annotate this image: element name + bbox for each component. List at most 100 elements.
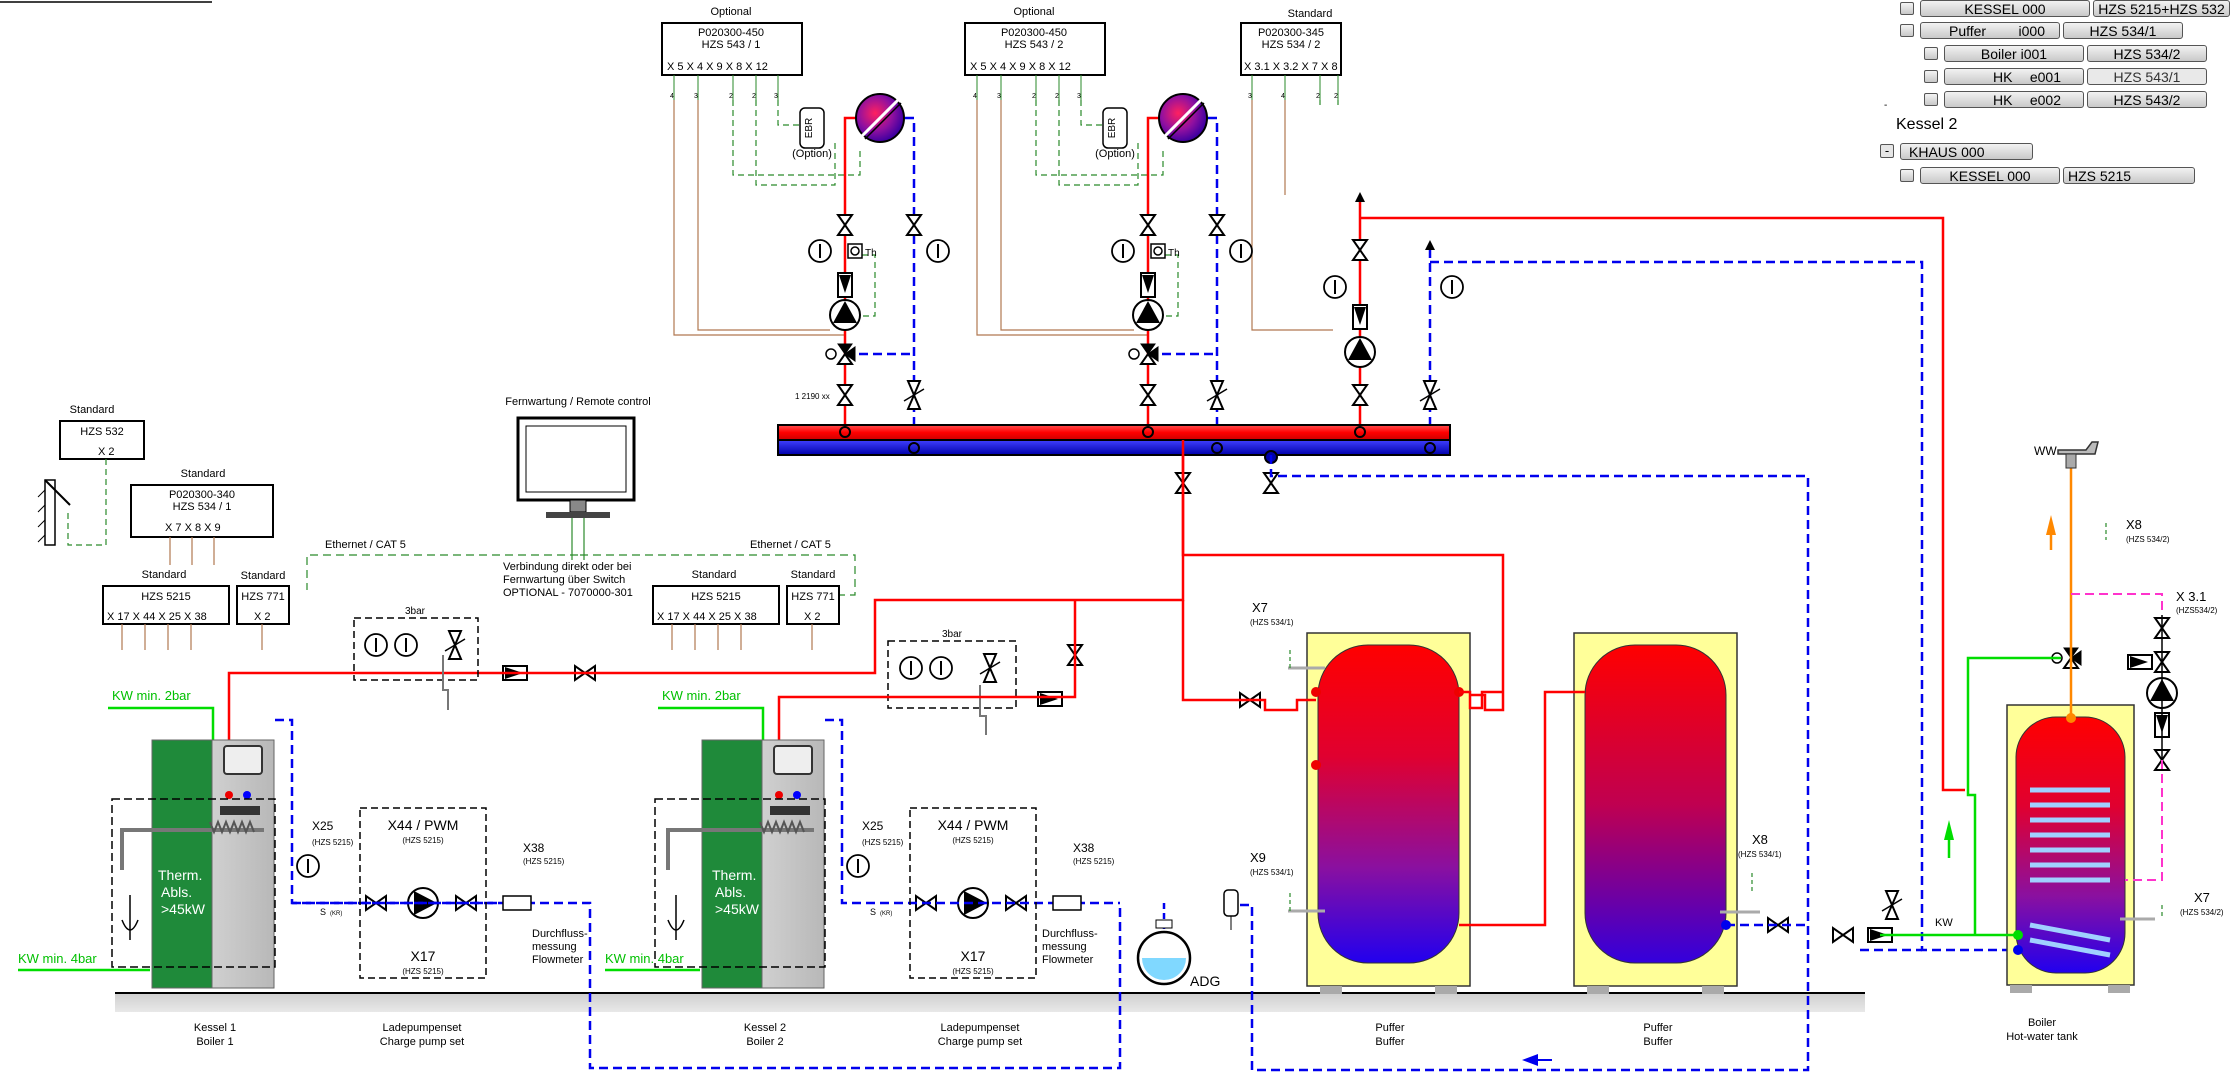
dhw-lower-valve bbox=[1351, 384, 1369, 406]
kessel-button[interactable]: KESSEL 000 bbox=[1920, 0, 2090, 17]
svg-text:EBR: EBR bbox=[804, 118, 815, 139]
kw4-label-2: KW min. 4bar bbox=[605, 951, 684, 966]
svg-text:Abls.: Abls. bbox=[715, 884, 746, 900]
row-checkbox[interactable] bbox=[1900, 169, 1914, 182]
buffer-to-k1-flow2 bbox=[1181, 600, 1215, 702]
svg-text:X8: X8 bbox=[1752, 832, 1768, 847]
svg-text:P020300-340: P020300-340 bbox=[169, 489, 235, 501]
hc1-pump bbox=[829, 299, 861, 331]
hk1-module-button[interactable]: HZS 543/1 bbox=[2087, 68, 2207, 85]
flowmeter-2-label: X38 (HZS 5215) Durchfluss- messung Flowm… bbox=[1042, 841, 1115, 966]
svg-text:3bar: 3bar bbox=[405, 606, 426, 617]
kessel2-button[interactable]: KESSEL 000 bbox=[1920, 167, 2060, 184]
hydraulic-components bbox=[159, 214, 2178, 944]
manifold-return-pipe bbox=[1238, 455, 1810, 1072]
svg-text:Fernwartung / Remote control: Fernwartung / Remote control bbox=[505, 396, 651, 408]
svg-text:Durchfluss-: Durchfluss- bbox=[532, 928, 588, 940]
hc2-mixing-valve bbox=[1128, 343, 1159, 365]
floor bbox=[115, 993, 1865, 1012]
svg-text:X8: X8 bbox=[2126, 517, 2142, 532]
svg-text:3: 3 bbox=[997, 93, 1001, 100]
svg-text:Hot-water tank: Hot-water tank bbox=[2006, 1031, 2078, 1043]
boiler-module-button[interactable]: HZS 534/2 bbox=[2087, 45, 2207, 62]
svg-text:messung: messung bbox=[1042, 941, 1087, 953]
kessel-module-button[interactable]: HZS 5215+HZS 532 bbox=[2093, 0, 2230, 17]
circulation-return bbox=[2125, 760, 2163, 881]
ethernet-label-2: Ethernet / CAT 5 bbox=[750, 539, 831, 551]
module-k2-hzs771: Standard HZS 771 X 2 bbox=[786, 569, 840, 625]
svg-text:4: 4 bbox=[1281, 93, 1285, 100]
row-checkbox[interactable] bbox=[1924, 47, 1938, 60]
row-checkbox[interactable] bbox=[1900, 2, 1914, 15]
dhw-check-valve bbox=[1352, 304, 1368, 330]
kessel2-label: Kessel 2 bbox=[1896, 116, 1958, 133]
svg-text:Buffer: Buffer bbox=[1375, 1036, 1404, 1048]
solar-sensor-wire bbox=[67, 459, 107, 546]
thermostat-2: Th bbox=[1150, 243, 1180, 259]
svg-text:KW: KW bbox=[1935, 917, 1953, 929]
hc2-flow-thermometer bbox=[1111, 239, 1135, 263]
svg-text:X44 / PWM: X44 / PWM bbox=[388, 817, 459, 833]
svg-text:X 3.1: X 3.1 bbox=[2176, 589, 2206, 604]
buffer-cross-link bbox=[1459, 690, 1585, 927]
hc2-pump bbox=[1132, 299, 1164, 331]
svg-text:Standard: Standard bbox=[1288, 8, 1333, 20]
svg-text:3: 3 bbox=[1077, 93, 1081, 100]
hc2-return-safety-valve bbox=[1206, 380, 1228, 410]
k1-flow-pipe bbox=[227, 490, 1185, 740]
svg-text:X7: X7 bbox=[2194, 890, 2210, 905]
row-checkbox[interactable] bbox=[1924, 70, 1938, 83]
dhw-safety-valve bbox=[1881, 890, 1903, 920]
k2-check-valve bbox=[1037, 691, 1063, 707]
boiler-2: Therm. Abls. >45kW bbox=[654, 739, 826, 989]
buffer-sensors: X7 (HZS 534/1) X9 (HZS 534/1) X8 (HZS 53… bbox=[1250, 600, 1782, 911]
svg-text:Kessel 1: Kessel 1 bbox=[194, 1022, 236, 1034]
svg-text:Puffer: Puffer bbox=[1375, 1022, 1404, 1034]
svg-text:HZS 771: HZS 771 bbox=[241, 591, 284, 603]
hc1-flow-valve bbox=[836, 214, 854, 236]
svg-text:Fernwartung über Switch: Fernwartung über Switch bbox=[503, 574, 625, 586]
svg-text:4: 4 bbox=[973, 93, 977, 100]
collapse-button[interactable]: - bbox=[1880, 144, 1894, 158]
svg-text:EBR: EBR bbox=[1107, 118, 1118, 139]
ethernet-label-1: Ethernet / CAT 5 bbox=[325, 539, 406, 551]
svg-text:P020300-450: P020300-450 bbox=[698, 27, 764, 39]
svg-text:2: 2 bbox=[1032, 93, 1036, 100]
lower-module-pins bbox=[121, 537, 813, 650]
hot-water-arrow bbox=[2046, 515, 2056, 535]
row-checkbox[interactable] bbox=[1900, 24, 1914, 37]
svg-text:(HZS 5215): (HZS 5215) bbox=[862, 838, 904, 847]
hot-water-tank bbox=[2006, 704, 2155, 993]
dhw-flow-thermometer bbox=[1323, 275, 1347, 299]
circ-check-valve bbox=[2127, 654, 2153, 670]
kessel2-module-button[interactable]: HZS 5215 bbox=[2063, 167, 2195, 184]
k2-pressure-gauge bbox=[929, 656, 953, 680]
svg-text:(HZS 5215): (HZS 5215) bbox=[952, 836, 994, 845]
puffer-module-button[interactable]: HZS 534/1 bbox=[2063, 22, 2183, 39]
svg-text:(Option): (Option) bbox=[792, 148, 832, 160]
k2-x25-sensor bbox=[846, 854, 870, 878]
heating-circuit-1 bbox=[843, 93, 916, 440]
tap-faucet-icon bbox=[2057, 441, 2099, 469]
svg-text:3: 3 bbox=[774, 93, 778, 100]
svg-text:Flowmeter: Flowmeter bbox=[532, 954, 584, 966]
hk2-module-button[interactable]: HZS 543/2 bbox=[2087, 91, 2207, 108]
svg-text:>45kW: >45kW bbox=[161, 901, 206, 917]
svg-text:(HZS534/2): (HZS534/2) bbox=[2176, 606, 2218, 615]
buffer-to-k1-flow bbox=[1215, 698, 1316, 712]
svg-text:X 2: X 2 bbox=[254, 611, 271, 623]
boiler-1: Therm. Abls. >45kW bbox=[111, 739, 276, 989]
dhw-sensors: WW X8 (HZS 534/2) X 3.1 (HZS534/2) X7 (H… bbox=[1935, 444, 2224, 929]
svg-text:4: 4 bbox=[670, 93, 674, 100]
boiler-button[interactable]: Boiler i001 bbox=[1944, 45, 2084, 62]
svg-text:X44 / PWM: X44 / PWM bbox=[938, 817, 1009, 833]
row-checkbox[interactable] bbox=[1924, 93, 1938, 106]
khaus-button[interactable]: KHAUS 000 bbox=[1900, 143, 2033, 160]
module-k2-hzs5215: Standard HZS 5215 X 17 X 44 X 25 X 38 bbox=[652, 569, 780, 625]
svg-text:ADG: ADG bbox=[1190, 973, 1220, 989]
